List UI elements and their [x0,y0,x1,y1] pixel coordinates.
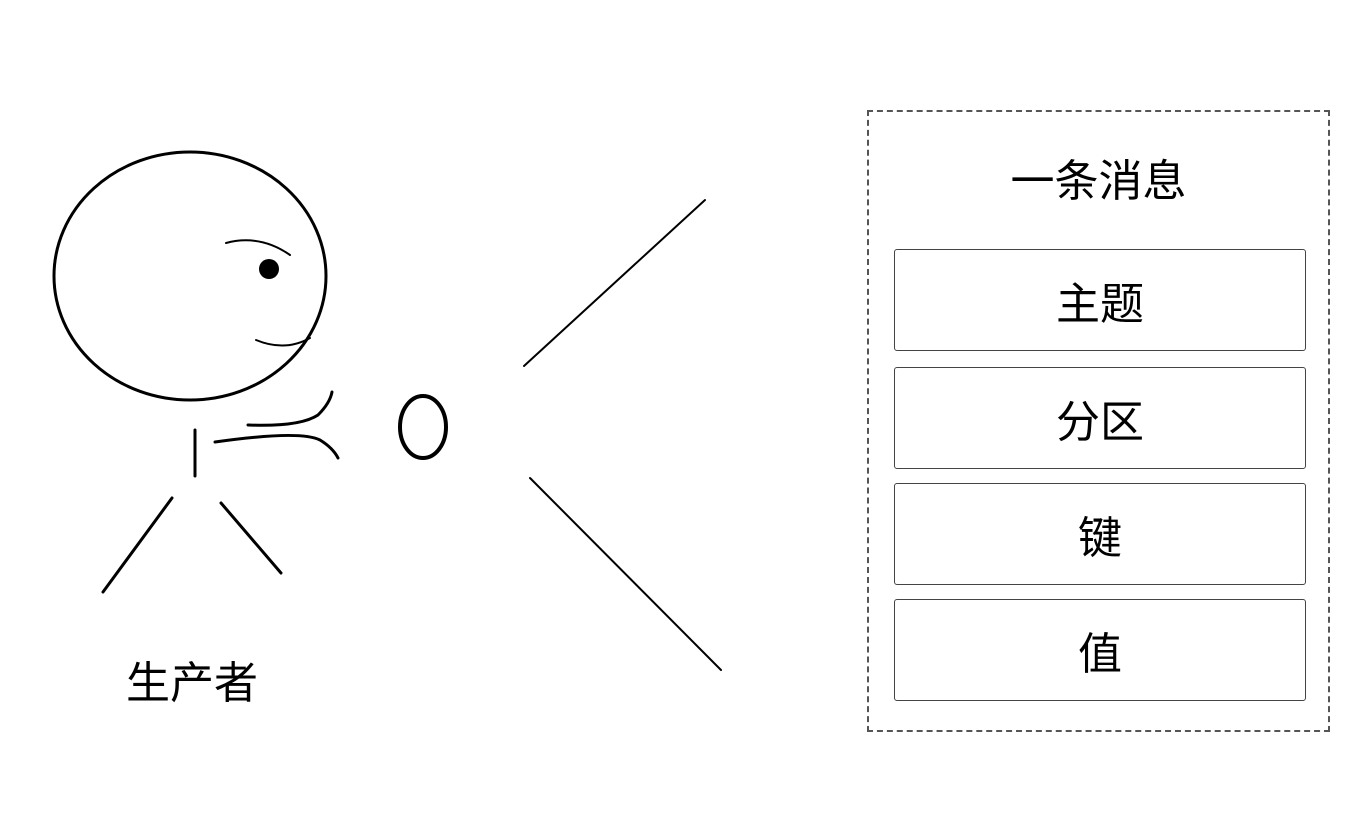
zoom-line-bottom [529,477,722,671]
producer-eye [259,259,279,279]
producer-label: 生产者 [126,658,258,709]
field-value-label: 值 [1078,629,1122,680]
producer-eyebrow [225,239,291,256]
producer-mouth [255,337,311,347]
producer-leg-left [101,496,174,594]
producer-arm-lower [213,433,340,460]
field-partition: 分区 [894,367,1306,469]
field-topic: 主题 [894,249,1306,351]
shout-o [398,394,448,460]
zoom-line-top [523,199,706,367]
field-partition-label: 分区 [1056,397,1144,448]
message-frame: 一条消息 主题 分区 键 值 [867,110,1330,732]
field-key: 键 [894,483,1306,585]
field-topic-label: 主题 [1056,279,1144,330]
field-value: 值 [894,599,1306,701]
field-key-label: 键 [1078,513,1122,564]
message-title: 一条消息 [1010,156,1187,207]
producer-arm-upper [246,390,334,427]
producer-leg-right [219,501,283,575]
producer-head [52,150,328,402]
